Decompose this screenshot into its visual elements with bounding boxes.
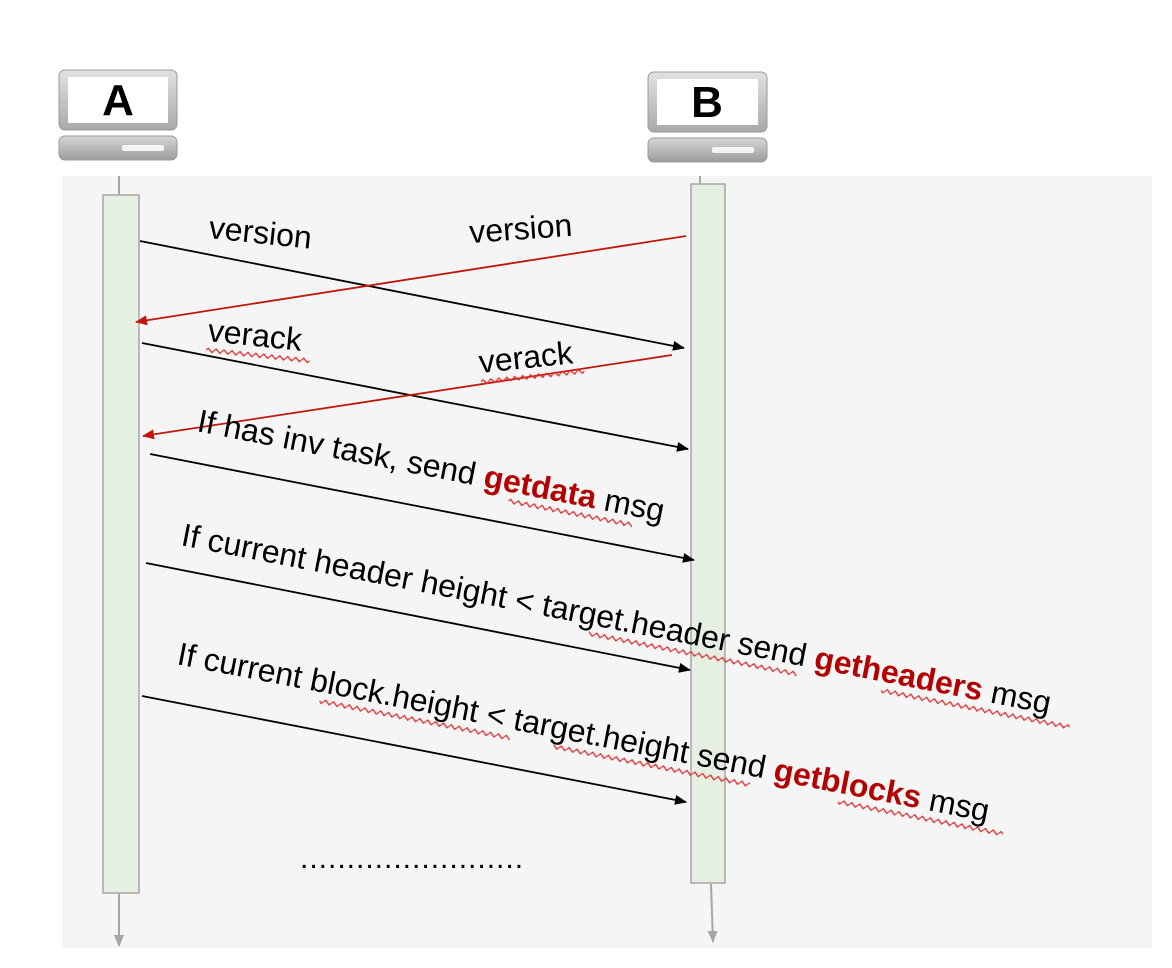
- arrow-getheaders: [145, 562, 691, 673]
- arrow-verack-a-to-b: [141, 342, 689, 452]
- spellcheck-underline-getheaders: [588, 630, 1071, 731]
- arrow-version-b-to-a: [135, 235, 687, 326]
- arrow-getblocks: [141, 695, 687, 805]
- spellcheck-underline-verack-1: [205, 346, 310, 364]
- arrow-getdata: [149, 453, 695, 563]
- arrow-version-a-to-b: [139, 240, 685, 351]
- label-version-b-to-a: version: [468, 207, 573, 250]
- continuation-dots: ........................: [300, 842, 524, 875]
- node-label-b: B: [691, 78, 723, 127]
- activation-bar-a: [102, 194, 140, 894]
- computer-icon-a: [58, 69, 178, 161]
- lifeline-b: [699, 176, 718, 943]
- spellcheck-underline-getdata: [507, 497, 633, 528]
- spellcheck-underline-verack-2: [480, 368, 585, 385]
- node-label-a: A: [102, 76, 134, 125]
- activation-bar-b: [690, 183, 726, 884]
- computer-icon-b: [647, 71, 768, 163]
- spellcheck-underline-getblocks: [318, 698, 1004, 837]
